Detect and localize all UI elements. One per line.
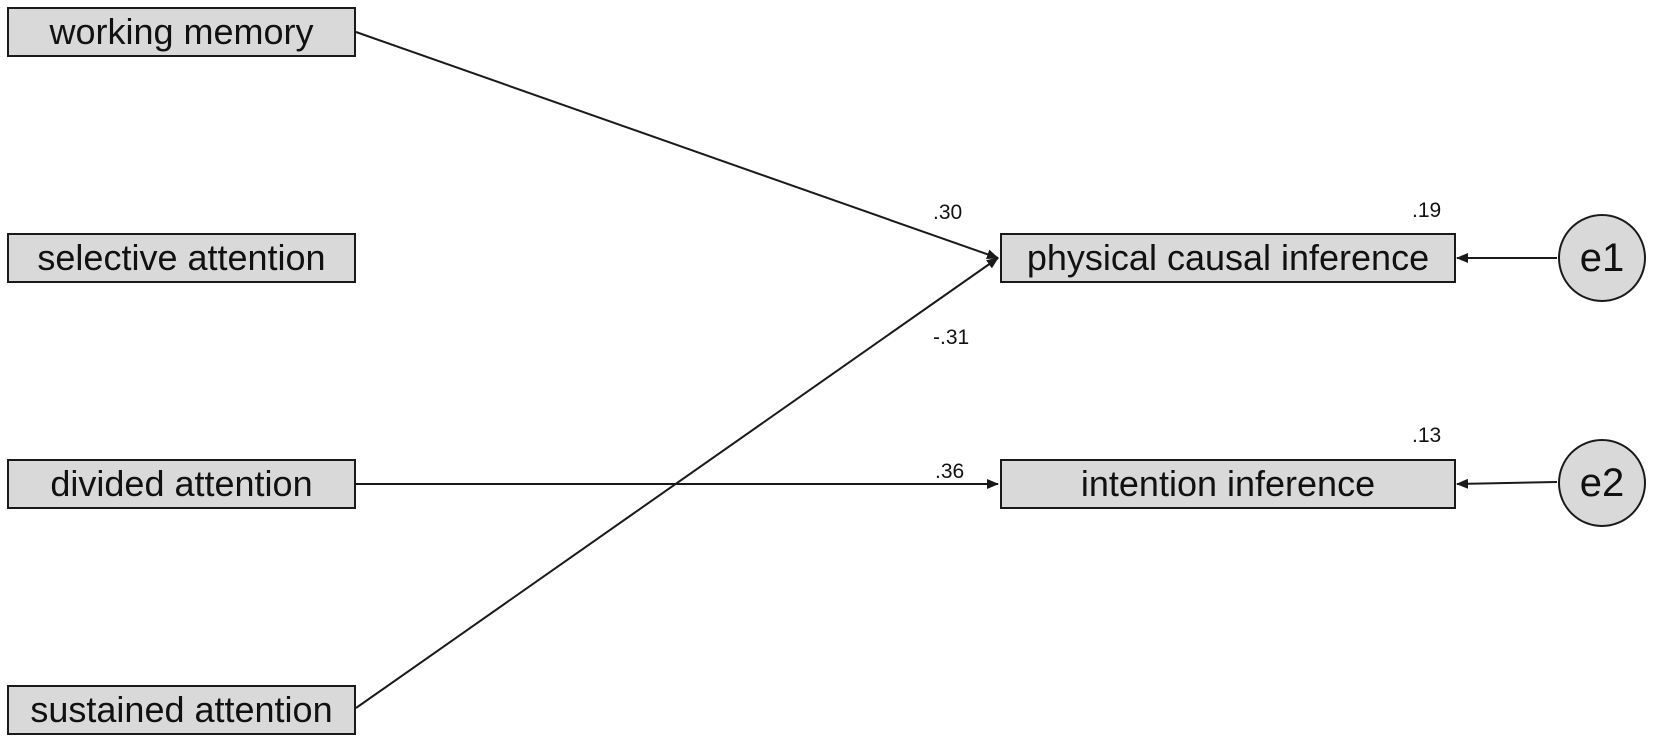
- node-selective-attention: selective attention: [7, 233, 356, 283]
- node-intention-inference: intention inference: [1000, 459, 1456, 509]
- node-label: physical causal inference: [1026, 237, 1430, 278]
- node-label: selective attention: [37, 237, 326, 278]
- node-physical-causal-inference: physical causal inference: [1000, 233, 1456, 283]
- node-label: working memory: [49, 11, 314, 52]
- r-squared-intention-inference: .13: [1412, 424, 1442, 447]
- error-label: e2: [1579, 460, 1625, 505]
- path-arrow-e2-to-intention-inference: [1456, 478, 1558, 489]
- path-coefficient-divided-attention: .36: [935, 460, 965, 483]
- node-label: sustained attention: [30, 689, 333, 730]
- path-coefficient-working-memory: .30: [933, 201, 963, 224]
- node-working-memory: working memory: [7, 7, 356, 57]
- path-arrow-working-memory-to-physical-causal-inference: [355, 31, 999, 260]
- r-squared-physical-causal-inference: .19: [1412, 199, 1442, 222]
- node-sustained-attention: sustained attention: [7, 685, 356, 735]
- node-label: divided attention: [50, 463, 313, 504]
- error-node-e1: e1: [1558, 214, 1646, 302]
- node-divided-attention: divided attention: [7, 459, 356, 509]
- path-coefficient-sustained-attention: -.31: [933, 326, 970, 349]
- node-label: intention inference: [1080, 463, 1376, 504]
- error-label: e1: [1579, 235, 1625, 280]
- error-node-e2: e2: [1558, 439, 1646, 527]
